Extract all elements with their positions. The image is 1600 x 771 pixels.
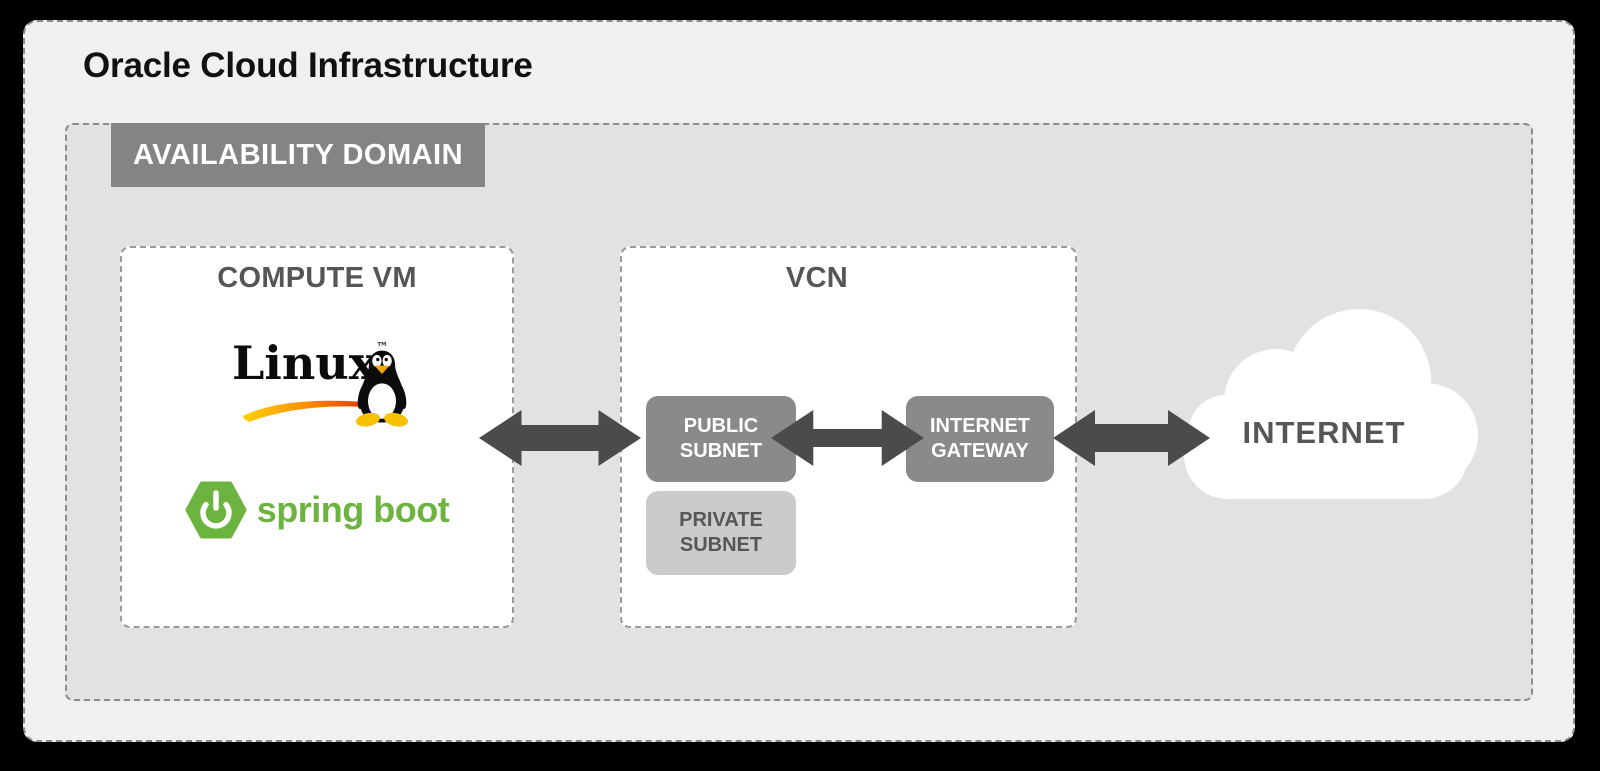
- internet-gateway-node: INTERNET GATEWAY: [906, 396, 1054, 482]
- public-subnet-label-line1: PUBLIC: [683, 415, 759, 437]
- private-subnet-label-line2: SUBNET: [679, 534, 763, 556]
- vcn-box: VCN PUBLIC SUBNET INTERNET GATEWAY PRIVA…: [620, 246, 1077, 628]
- bidirectional-arrow-compute-to-vcn: [479, 407, 641, 469]
- spring-boot-icon: [185, 481, 247, 539]
- availability-domain-label: AVAILABILITY DOMAIN: [132, 138, 464, 171]
- vcn-title: VCN: [785, 262, 849, 294]
- oci-title: Oracle Cloud Infrastructure: [83, 46, 533, 85]
- internet-label: INTERNET: [1242, 415, 1406, 450]
- bidirectional-arrow-gateway-to-internet: [1053, 407, 1210, 469]
- availability-domain-box: AVAILABILITY DOMAIN COMPUTE VM Linux™: [65, 123, 1533, 701]
- internet-cloud: INTERNET: [1164, 293, 1484, 503]
- compute-vm-title: COMPUTE VM: [217, 262, 417, 294]
- bidirectional-arrow-subnet-to-gateway: [771, 407, 924, 469]
- linux-wordmark: Linux™: [232, 336, 389, 390]
- availability-domain-label-bar: AVAILABILITY DOMAIN: [111, 123, 485, 187]
- internet-gateway-label-line1: INTERNET: [930, 415, 1030, 437]
- public-subnet-label-line2: SUBNET: [679, 440, 763, 462]
- internet-gateway-label-line2: GATEWAY: [931, 440, 1029, 462]
- oracle-cloud-infrastructure-box: Oracle Cloud Infrastructure AVAILABILITY…: [23, 20, 1575, 742]
- double-arrow-icon: [479, 410, 641, 466]
- compute-vm-box: COMPUTE VM Linux™: [120, 246, 514, 628]
- double-arrow-icon: [1053, 410, 1210, 466]
- linux-logo: Linux™: [232, 340, 412, 434]
- tux-penguin-icon: [356, 350, 408, 427]
- linux-trademark: ™: [376, 340, 389, 354]
- spring-boot-label: spring boot: [256, 489, 450, 530]
- private-subnet-label-line1: PRIVATE: [679, 509, 763, 531]
- spring-boot-logo: spring boot: [122, 478, 512, 542]
- private-subnet-node: PRIVATE SUBNET: [646, 491, 796, 575]
- linux-swoosh-icon: [243, 400, 364, 422]
- public-subnet-node: PUBLIC SUBNET: [646, 396, 796, 482]
- cloud-icon: [1184, 309, 1478, 499]
- double-arrow-icon: [771, 410, 924, 466]
